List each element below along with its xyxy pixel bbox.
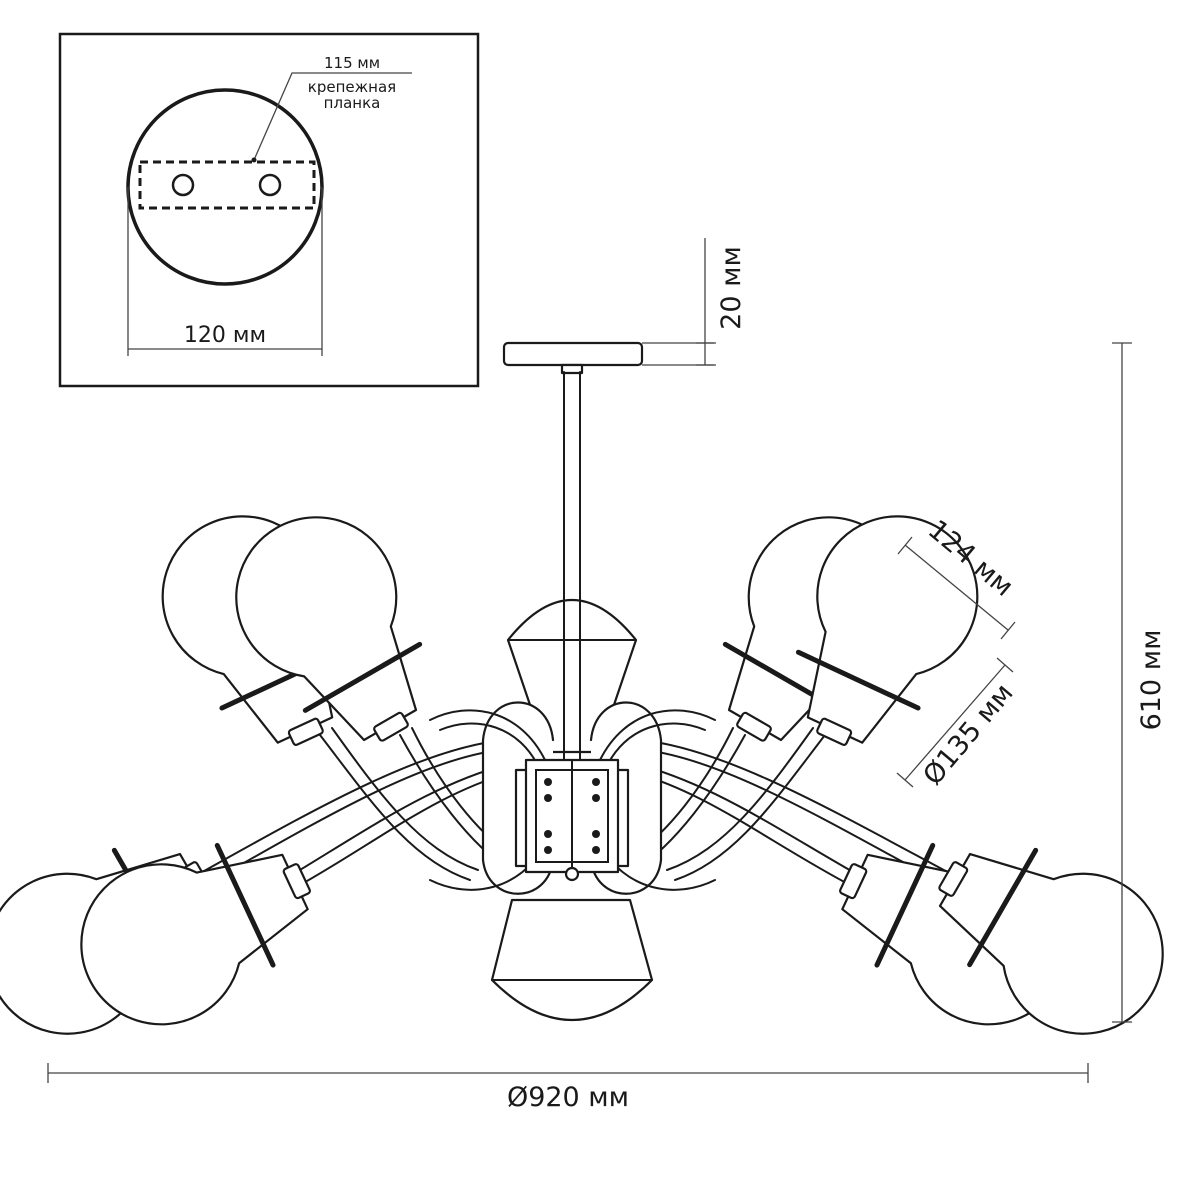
canopy-detail-box: 115 мм крепежная планка 120 мм (58, 32, 480, 388)
plate-label-line1: крепежная (308, 78, 396, 96)
canopy-circle (126, 88, 324, 286)
total-height-label: 610 мм (1136, 630, 1167, 731)
canopy-diameter-label: 120 мм (184, 323, 266, 348)
mounting-plate (138, 160, 316, 210)
canopy-height-label: 20 мм (716, 246, 747, 330)
shade-bottom-center (490, 898, 654, 1021)
total-diameter-label: Ø920 мм (507, 1082, 629, 1113)
center-body (514, 758, 630, 882)
ceiling-canopy (502, 341, 644, 375)
total-height-dimension: 610 мм (1112, 342, 1167, 1023)
shade-diameter-dimension: Ø135 мм (896, 657, 1020, 791)
shade-diameter-label: Ø135 мм (917, 678, 1019, 791)
canopy-height-dimension: 20 мм (642, 238, 747, 366)
plate-width-label: 115 мм (324, 54, 380, 72)
screw-hole-left (171, 173, 195, 197)
total-diameter-dimension: Ø920 мм (47, 1063, 1089, 1113)
plate-label-line2: планка (324, 94, 381, 112)
screw-hole-right (258, 173, 282, 197)
